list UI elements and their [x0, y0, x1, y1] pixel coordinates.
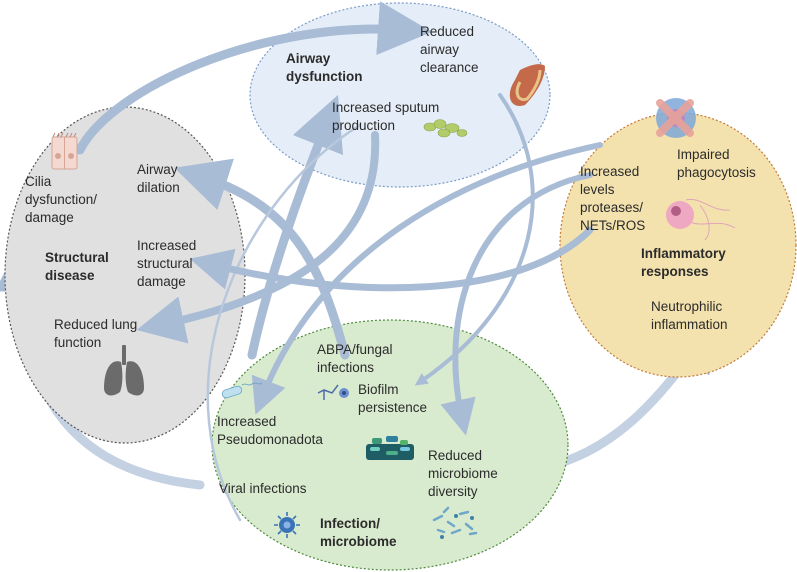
neutrophil-net-icon [666, 198, 736, 241]
airway-tube-icon [509, 64, 545, 106]
lungs-icon [104, 345, 144, 396]
arrow-proteases-to-microbiome [440, 172, 593, 436]
inflammatory-responses-title: Inflammatory responses [641, 246, 726, 279]
label-increased-pseudomonadota: Increased Pseudomonadota [217, 414, 323, 447]
label-impaired-phagocytosis: Impaired phagocytosis [677, 147, 756, 180]
cilia-cells-icon [51, 132, 78, 170]
arrow-pseudomonadota-to-sputum [247, 94, 344, 360]
virus-icon [274, 512, 300, 538]
label-reduced-lung-function: Reduced lung function [54, 317, 138, 350]
label-abpa-fungal: ABPA/fungal infections [317, 342, 393, 375]
biofilm-icon [366, 436, 414, 460]
arrow-abpa-to-dilation [174, 158, 350, 360]
label-biofilm-persistence: Biofilm persistence [358, 382, 428, 415]
arrow-sputum-to-lung [136, 131, 380, 344]
arrow-structural-to-airway [206, 123, 362, 522]
arrow-proteases-to-structural [189, 226, 594, 292]
label-increased-sputum: Increased sputum production [332, 100, 440, 133]
label-increased-proteases: Increased levels proteases/ NETs/ROS [580, 164, 646, 233]
structural-disease-title: Structural disease [45, 250, 109, 283]
label-increased-structural-damage: Increased structural damage [137, 238, 197, 289]
interaction-arrows [75, 1, 603, 522]
infection-microbiome-title: Infection/ microbiome [320, 516, 397, 549]
fungus-icon [317, 384, 349, 400]
arrow-cilia-to-clearance [75, 1, 432, 155]
macrophage-icon [656, 98, 696, 138]
microbiome-icon [432, 506, 478, 539]
airway-dysfunction-title: Airway dysfunction [286, 51, 363, 84]
label-viral-infections: Viral infections [219, 481, 307, 496]
arrow-clearance-to-biofilm [414, 93, 535, 386]
label-cilia-dysfunction: Cilia dysfunction/ damage [25, 174, 98, 225]
pseudomonas-icon [221, 382, 263, 399]
label-reduced-microbiome-diversity: Reduced microbiome diversity [428, 448, 498, 499]
sputum-icon [423, 119, 468, 138]
label-neutrophilic-inflammation: Neutrophilic inflammation [651, 299, 728, 332]
arrow-phagocytosis-to-pseudomonadota [251, 142, 603, 415]
label-airway-dilation: Airway dilation [137, 162, 180, 195]
label-reduced-airway-clearance: Reduced airway clearance [420, 24, 479, 75]
